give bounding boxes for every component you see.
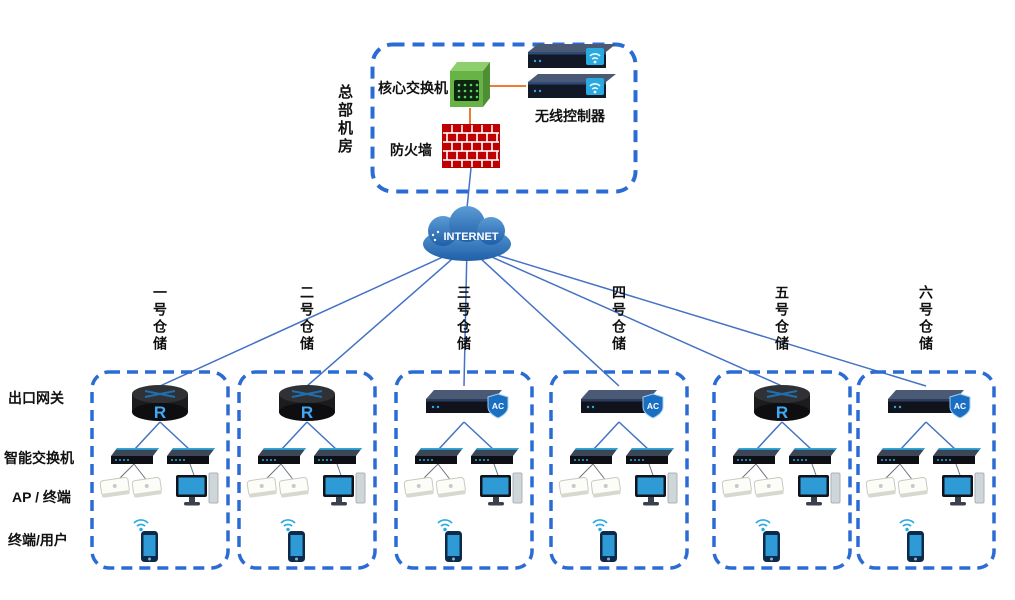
ac-badge-text: AC: [954, 401, 966, 411]
branch-box: R AC: [394, 370, 534, 570]
ap-icon: [589, 476, 623, 500]
phone-wifi-icon: [894, 514, 934, 564]
branch-label: 二号仓储: [299, 285, 315, 353]
branch: 五号仓储: [712, 283, 852, 570]
switch-icon: [931, 448, 981, 466]
row-label-switch: 智能交换机: [4, 450, 74, 466]
branch: 六号仓储: [856, 283, 996, 570]
branch-box: R AC: [712, 370, 852, 570]
branch-box: R AC: [856, 370, 996, 570]
wireless-controller-label: 无线控制器: [535, 108, 605, 124]
row-label-user: 终端/用户: [8, 532, 68, 548]
ap-icon: [752, 476, 786, 500]
switch-icon: [413, 448, 463, 466]
switch-icon: [312, 448, 362, 466]
firewall-label: 防火墙: [390, 142, 432, 158]
switch-icon: [165, 448, 215, 466]
ap-icon: [98, 476, 132, 500]
monitor-icon: [798, 470, 842, 512]
branch-label: 三号仓储: [456, 285, 472, 353]
ap-icon: [557, 476, 591, 500]
switch-icon: [109, 448, 159, 466]
router-icon: R: [277, 384, 337, 424]
branch-box: R AC: [237, 370, 377, 570]
branch: 二号仓储: [237, 283, 377, 570]
wireless-controller-stack: [526, 44, 618, 104]
ap-icon: [245, 476, 279, 500]
router-letter: R: [301, 403, 313, 422]
branch-label: 六号仓储: [918, 285, 934, 353]
branch-box: R AC: [90, 370, 230, 570]
core-switch-label: 核心交换机: [378, 80, 448, 96]
router-letter: R: [776, 403, 788, 422]
ac-gateway-icon: AC: [884, 388, 972, 426]
switch-icon: [787, 448, 837, 466]
monitor-icon: [942, 470, 986, 512]
ap-icon: [277, 476, 311, 500]
phone-wifi-icon: [750, 514, 790, 564]
ap-icon: [434, 476, 468, 500]
ac-gateway-icon: AC: [577, 388, 665, 426]
monitor-icon: [176, 470, 220, 512]
switch-icon: [875, 448, 925, 466]
internet-cloud: INTERNET: [410, 203, 524, 265]
router-letter: R: [154, 403, 166, 422]
hq-dashed-border: [370, 42, 638, 194]
core-switch-icon: [450, 62, 490, 108]
phone-wifi-icon: [275, 514, 315, 564]
ac-gateway-icon: AC: [422, 388, 510, 426]
ap-icon: [864, 476, 898, 500]
monitor-icon: [480, 470, 524, 512]
phone-wifi-icon: [432, 514, 472, 564]
monitor-icon: [323, 470, 367, 512]
switch-icon: [568, 448, 618, 466]
monitor-icon: [635, 470, 679, 512]
router-icon: R: [130, 384, 190, 424]
phone-wifi-icon: [587, 514, 627, 564]
row-label-ap: AP / 终端: [12, 489, 71, 505]
ac-badge-text: AC: [492, 401, 504, 411]
branch-box: R AC: [549, 370, 689, 570]
branch-label: 四号仓储: [611, 285, 627, 353]
switch-icon: [731, 448, 781, 466]
ap-icon: [896, 476, 930, 500]
branch-label: 五号仓储: [774, 285, 790, 353]
ap-icon: [402, 476, 436, 500]
ac-badge-text: AC: [647, 401, 659, 411]
ap-icon: [130, 476, 164, 500]
hq-room-label: 总部机房: [336, 84, 353, 156]
phone-wifi-icon: [128, 514, 168, 564]
branch: 四号仓储: [549, 283, 689, 570]
switch-icon: [469, 448, 519, 466]
branch-label: 一号仓储: [152, 285, 168, 353]
internet-label: INTERNET: [444, 231, 499, 243]
router-icon: R: [752, 384, 812, 424]
ap-icon: [720, 476, 754, 500]
firewall-icon: [442, 124, 500, 168]
switch-icon: [624, 448, 674, 466]
branch: 三号仓储: [394, 283, 534, 570]
row-label-gateway: 出口网关: [8, 390, 64, 406]
branch: 一号仓储: [90, 283, 230, 570]
switch-icon: [256, 448, 306, 466]
